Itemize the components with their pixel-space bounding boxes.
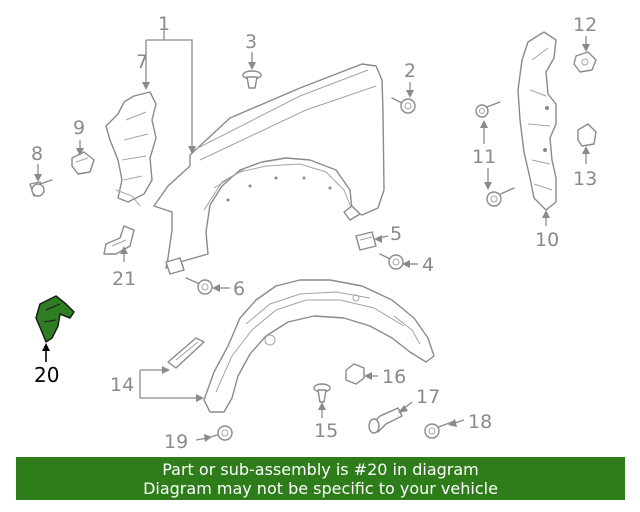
callout-3: 3 [245,31,257,53]
fender-liner-part-14 [167,279,435,413]
pushpin-part-17 [368,407,403,434]
bolt-part-18 [424,421,453,439]
pushpin-part-3 [242,70,262,89]
banner-line-1: Part or sub-assembly is #20 in diagram [162,460,479,479]
callout-21: 21 [112,268,136,290]
bracket-part-21 [103,225,135,255]
callout-9: 9 [73,117,85,139]
bolt-part-2 [391,97,416,114]
bolt-part-4 [379,253,404,270]
callout-20: 20 [34,363,59,387]
banner-line-2: Diagram may not be specific to your vehi… [143,479,498,498]
callout-10: 10 [535,229,559,251]
clip-part-13 [577,123,597,147]
nut-part-12 [573,51,597,73]
callout-6: 6 [233,278,245,300]
callout-11: 11 [472,146,496,168]
bracket-part-7 [105,91,157,207]
callout-2: 2 [404,60,416,82]
clip-part-9 [71,151,95,175]
callout-17: 17 [416,386,440,408]
bolt-part-11 [475,101,515,207]
callout-5: 5 [390,223,402,245]
callout-16: 16 [382,366,406,388]
callout-19: 19 [164,431,188,453]
bracket-part-10 [517,31,557,211]
callout-13: 13 [573,168,597,190]
nut-part-16 [345,363,365,385]
callout-14: 14 [110,374,134,396]
fender-part [153,63,385,275]
callout-7: 7 [136,51,148,73]
callout-15: 15 [314,420,338,442]
callout-4: 4 [422,254,434,276]
screw-part-15 [313,383,331,403]
callout-18: 18 [468,411,492,433]
info-banner: Part or sub-assembly is #20 in diagram D… [16,457,625,500]
callout-labels: 1 7 3 2 9 8 12 11 13 10 5 4 6 21 14 16 1… [31,13,597,453]
highlighted-part-20[interactable] [35,295,75,343]
clip-part-5 [355,231,377,251]
callout-12: 12 [573,14,597,36]
leader-lines [34,30,590,442]
bolt-part-6 [185,277,213,295]
callout-8: 8 [31,143,43,165]
callout-1: 1 [158,13,170,35]
bolt-part-19 [207,425,233,441]
parts-diagram: 1 7 3 2 9 8 12 11 13 10 5 4 6 21 14 16 1… [29,13,597,453]
bolt-part-8 [29,179,53,197]
